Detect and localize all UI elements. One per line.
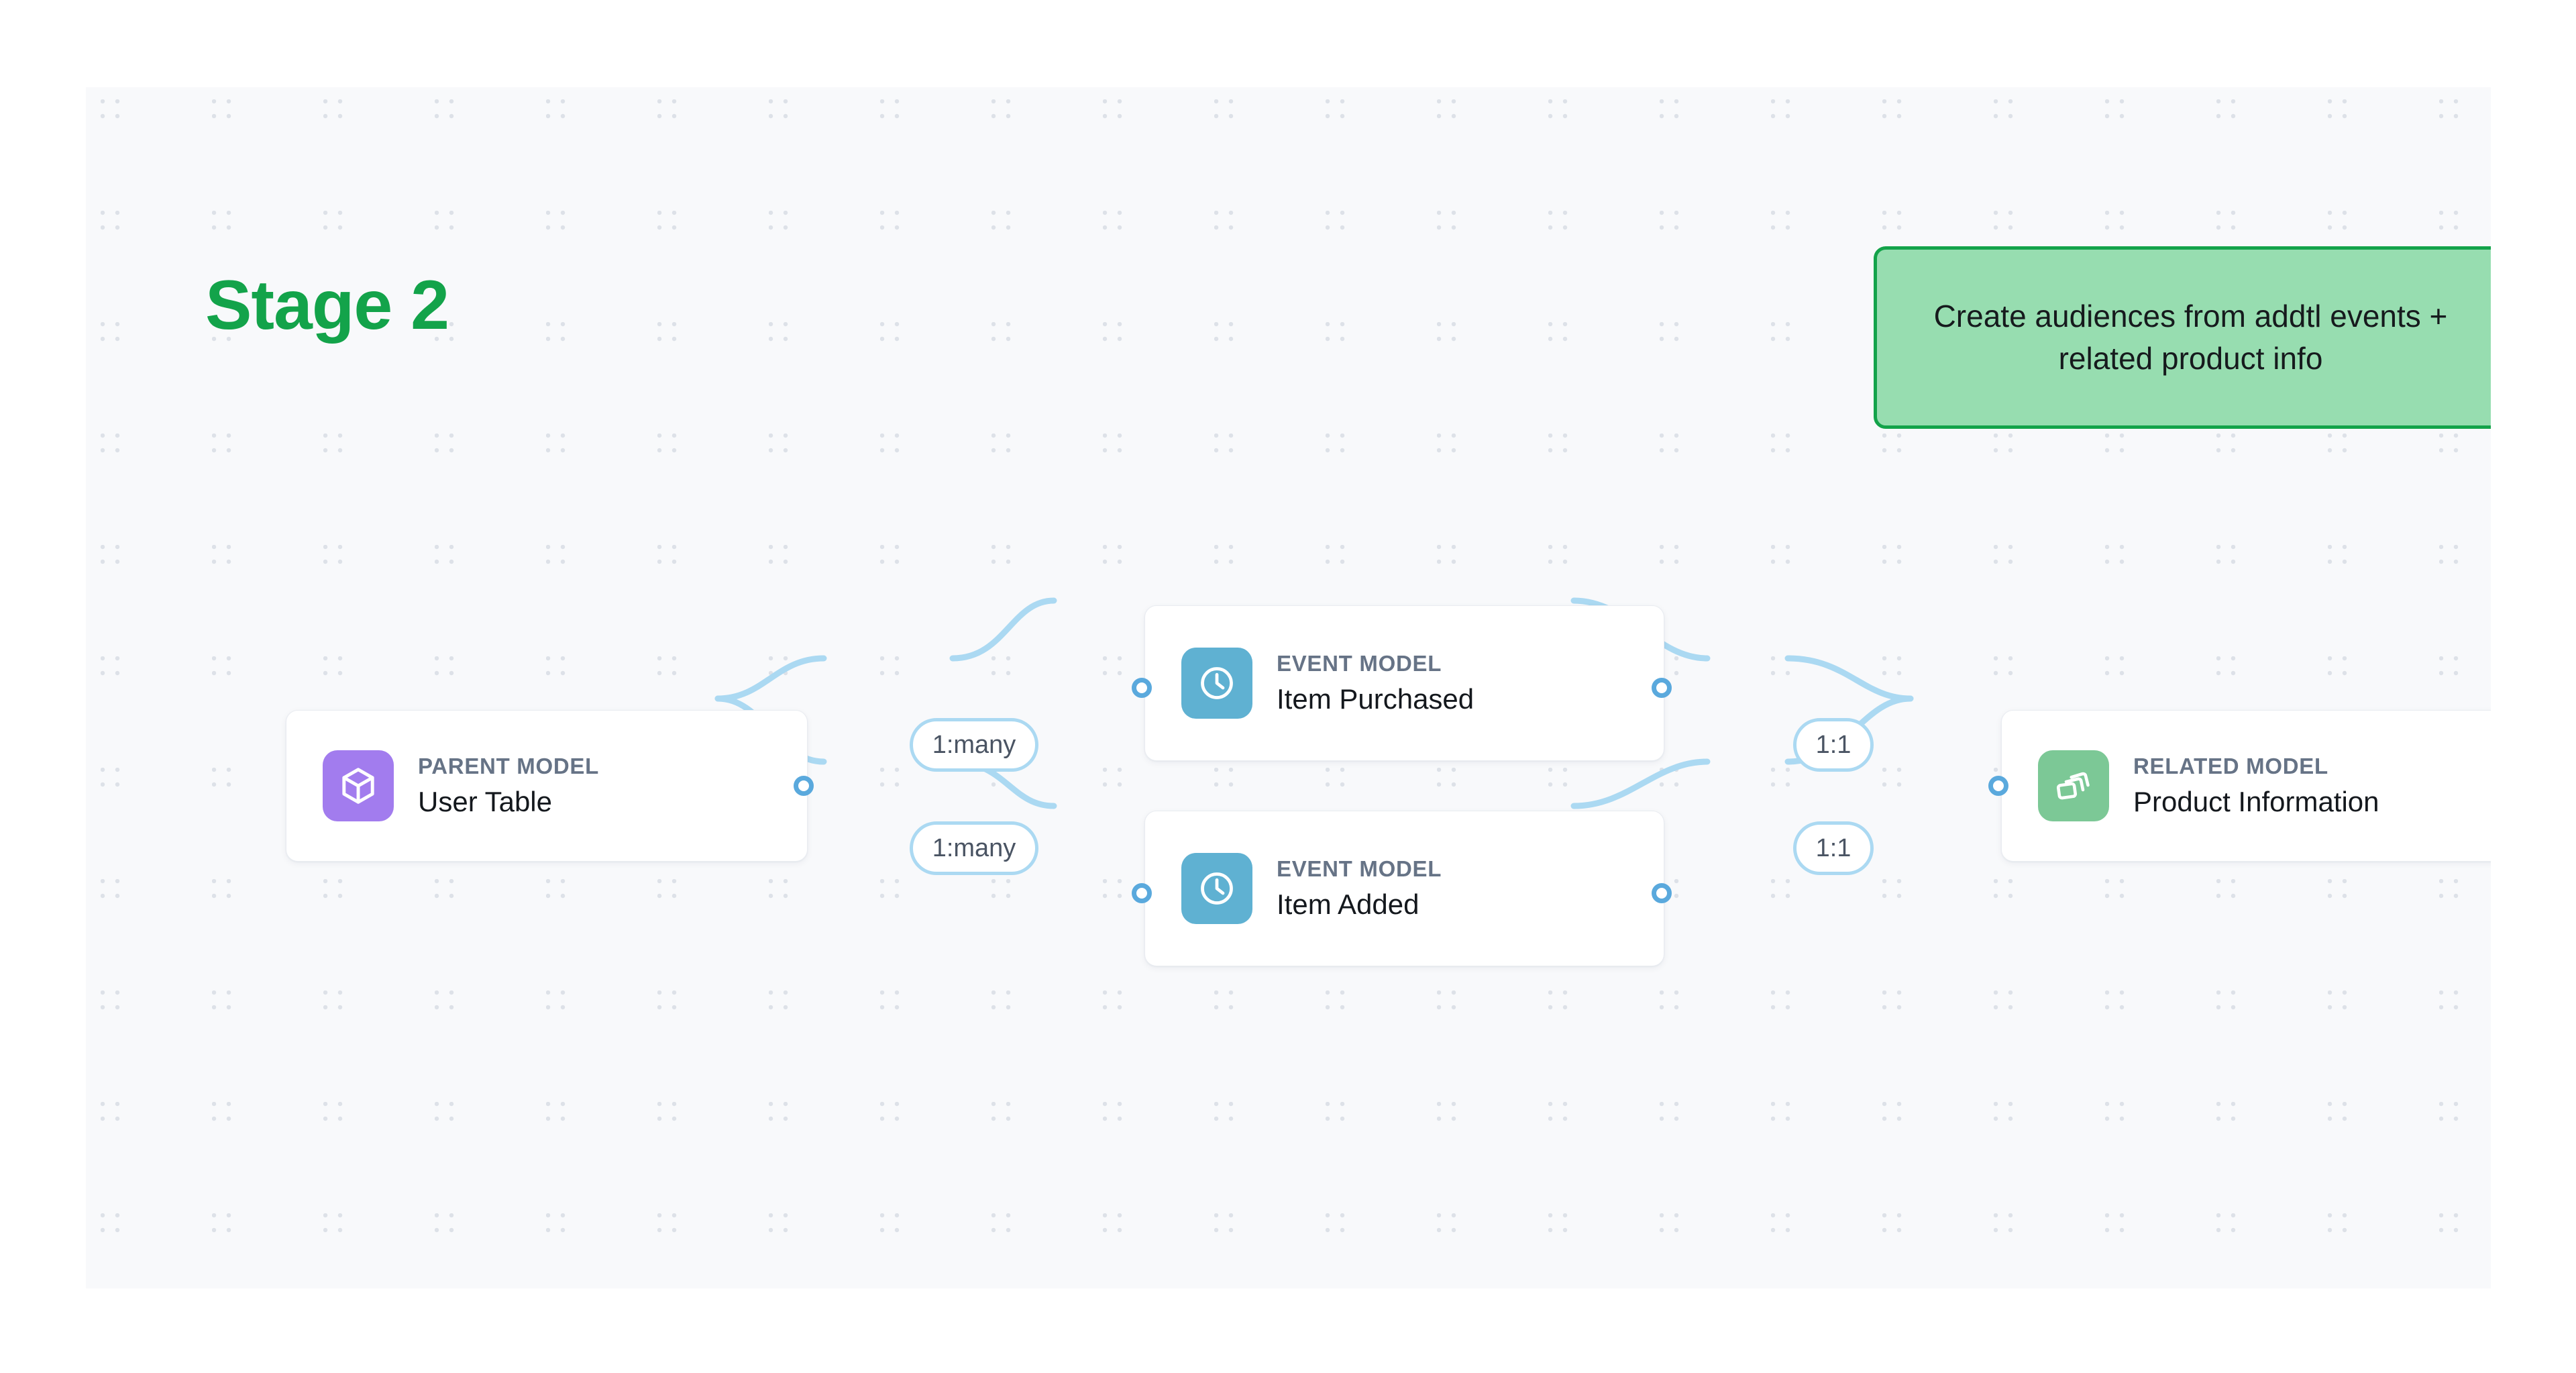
node-eyebrow-related: RELATED MODEL [2133,753,2328,778]
relationship-pill-event1-related[interactable]: 1:1 [1793,718,1874,772]
port-parent-model-output[interactable] [794,776,814,796]
stage-callout-box: Create audiences from addtl events + rel… [1874,246,2491,429]
relationship-pill-parent-event1[interactable]: 1:many [910,718,1038,772]
node-title-event-1: Item Purchased [1277,682,1474,715]
cube-icon [337,765,379,807]
node-title-related: Product Information [2133,785,2379,817]
stage-callout-text: Create audiences from addtl events + rel… [1933,298,2448,376]
port-related-model-input[interactable] [1988,776,2008,796]
edge-parent-to-rel1 [714,655,827,702]
node-eyebrow-event-1: EVENT MODEL [1277,650,1442,676]
node-parent-model[interactable]: PARENT MODEL User Table [286,710,808,862]
port-event2-output[interactable] [1652,883,1672,903]
port-event2-input[interactable] [1132,883,1152,903]
node-event-model-item-added[interactable]: EVENT MODEL Item Added [1144,811,1664,966]
event-model-2-text: EVENT MODEL Item Added [1277,855,1442,923]
clock-icon [1197,868,1237,909]
parent-model-icon-tile [323,750,394,821]
stage-title: Stage 2 [205,266,449,344]
event-model-icon-tile [1181,648,1252,719]
node-related-model[interactable]: RELATED MODEL Product Information [2001,710,2491,862]
node-eyebrow-parent: PARENT MODEL [418,753,599,778]
relationship-pill-event2-related[interactable]: 1:1 [1793,821,1874,875]
port-event1-input[interactable] [1132,678,1152,698]
event-model-1-text: EVENT MODEL Item Purchased [1277,650,1474,717]
node-title-event-2: Item Added [1277,888,1419,920]
port-event1-output[interactable] [1652,678,1672,698]
relationship-pill-parent-event2[interactable]: 1:many [910,821,1038,875]
node-eyebrow-event-2: EVENT MODEL [1277,856,1442,881]
edge-rel3-to-related [1784,655,1914,702]
edge-event2-to-rel4 [1570,758,1711,809]
event-model-icon-tile [1181,853,1252,924]
node-event-model-item-purchased[interactable]: EVENT MODEL Item Purchased [1144,605,1664,761]
graph-canvas[interactable]: Stage 2 Create audiences from addtl even… [86,87,2491,1288]
clock-icon [1197,663,1237,703]
node-title-parent: User Table [418,785,552,817]
edge-rel1-to-event1 [949,597,1057,662]
layers-icon [2053,766,2094,806]
parent-model-text: PARENT MODEL User Table [418,752,599,820]
related-model-icon-tile [2038,750,2109,821]
related-model-text: RELATED MODEL Product Information [2133,752,2379,820]
